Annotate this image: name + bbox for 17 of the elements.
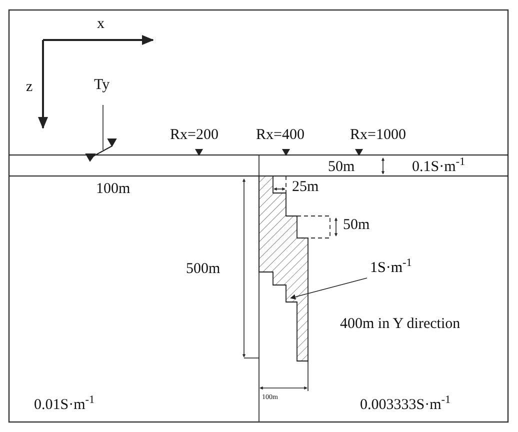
- diagram-label: z: [26, 80, 33, 95]
- diagram-label: 100m: [96, 182, 130, 197]
- diagram-label: 50m: [343, 218, 370, 233]
- diagram-label: Ty: [94, 78, 110, 93]
- diagram-label: 0.003333S·m$^{-1}$: [360, 398, 451, 413]
- leader-line: [290, 278, 368, 300]
- diagram-label: Rx=400: [256, 128, 304, 143]
- diagram-label: 0.1S·m$^{-1}$: [412, 160, 466, 175]
- diagram-label: 25m: [292, 180, 319, 195]
- diagram-label: Rx=200: [170, 128, 218, 143]
- material-label: 1S·m$^{-1}$: [370, 260, 412, 276]
- diagram-label: 50m: [328, 160, 355, 175]
- diagram-label: x: [97, 17, 104, 32]
- diagram-label: 500m: [186, 262, 220, 277]
- diagram-label: Rx=1000: [350, 128, 406, 143]
- diagram-label: 400m in Y direction: [340, 317, 460, 332]
- diagram-label: 0.01S·m$^{-1}$: [34, 398, 95, 413]
